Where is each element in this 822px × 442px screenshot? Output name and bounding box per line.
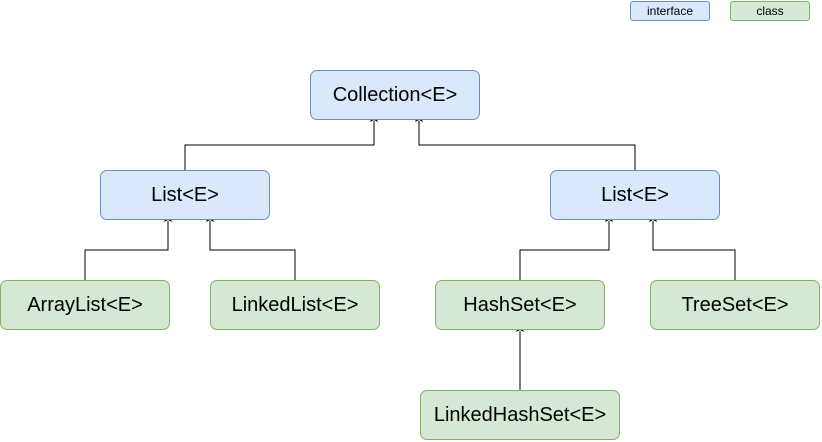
legend-class-label: class (756, 4, 784, 18)
legend-interface: interface (630, 1, 710, 21)
legend-class: class (730, 1, 810, 21)
node-list-right-label: List<E> (601, 183, 669, 206)
node-list-right: List<E> (550, 170, 720, 220)
node-hashset: HashSet<E> (435, 280, 605, 330)
legend-interface-label: interface (646, 4, 694, 18)
node-linkedlist: LinkedList<E> (210, 280, 380, 330)
node-arraylist-label: ArrayList<E> (27, 293, 143, 316)
edge-treeset-to-list-right (649, 212, 736, 280)
edge-arraylist-to-list-left (84, 212, 172, 280)
node-hashset-label: HashSet<E> (463, 293, 577, 316)
node-linkedhashset: LinkedHashSet<E> (420, 390, 620, 440)
node-list-left: List<E> (100, 170, 270, 220)
node-linkedhashset-label: LinkedHashSet<E> (433, 403, 607, 426)
node-list-left-label: List<E> (151, 183, 219, 206)
edge-linkedlist-to-list-left (206, 212, 296, 280)
node-treeset-label: TreeSet<E> (681, 293, 789, 316)
node-arraylist: ArrayList<E> (0, 280, 170, 330)
edge-hashset-to-list-right (519, 212, 613, 280)
node-treeset: TreeSet<E> (650, 280, 820, 330)
edge-list-right-to-collection (415, 112, 636, 170)
node-collection: Collection<E> (310, 70, 480, 120)
node-linkedlist-label: LinkedList<E> (231, 293, 359, 316)
node-collection-label: Collection<E> (332, 83, 458, 106)
edge-list-left-to-collection (184, 112, 378, 170)
